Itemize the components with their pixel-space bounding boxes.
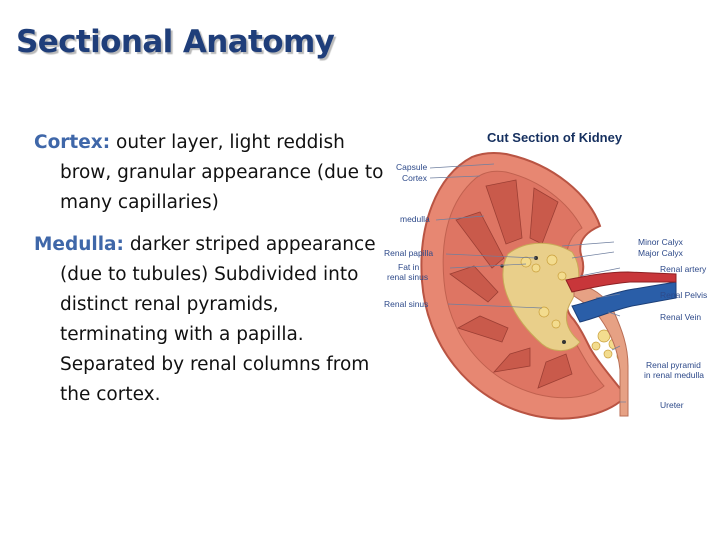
- label-renal-vein: Renal Vein: [660, 312, 701, 322]
- label-fat-in-renal-sinus-1: Fat in: [398, 262, 419, 272]
- label-fat-in-renal-sinus-2: renal sinus: [387, 272, 428, 282]
- label-renal-papilla: Renal papilla: [384, 248, 433, 258]
- label-cortex: Cortex: [402, 173, 427, 183]
- cortex-paragraph: Cortex: outer layer, light reddish brow,…: [34, 128, 388, 218]
- text-region: Cortex: outer layer, light reddish brow,…: [0, 0, 388, 546]
- medulla-term: Medulla:: [34, 234, 124, 255]
- label-renal-artery: Renal artery: [660, 264, 706, 274]
- label-renal-sinus: Renal sinus: [384, 299, 428, 309]
- label-capsule: Capsule: [396, 162, 427, 172]
- label-ureter: Ureter: [660, 400, 684, 410]
- label-minor-calyx: Minor Calyx: [638, 237, 683, 247]
- kidney-illustration: [376, 116, 728, 432]
- label-renal-pyramid-1: Renal pyramid: [646, 360, 701, 370]
- figure-title: Cut Section of Kidney: [487, 130, 622, 145]
- label-renal-pelvis: Renal Pelvis: [660, 290, 707, 300]
- body-text: Cortex: outer layer, light reddish brow,…: [34, 128, 388, 422]
- medulla-paragraph: Medulla: darker striped appearance (due …: [34, 230, 388, 410]
- label-renal-pyramid-2: in renal medulla: [644, 370, 704, 380]
- label-major-calyx: Major Calyx: [638, 248, 683, 258]
- medulla-description: darker striped appearance (due to tubule…: [60, 234, 376, 405]
- cortex-term: Cortex:: [34, 132, 110, 153]
- label-medulla: medulla: [400, 214, 430, 224]
